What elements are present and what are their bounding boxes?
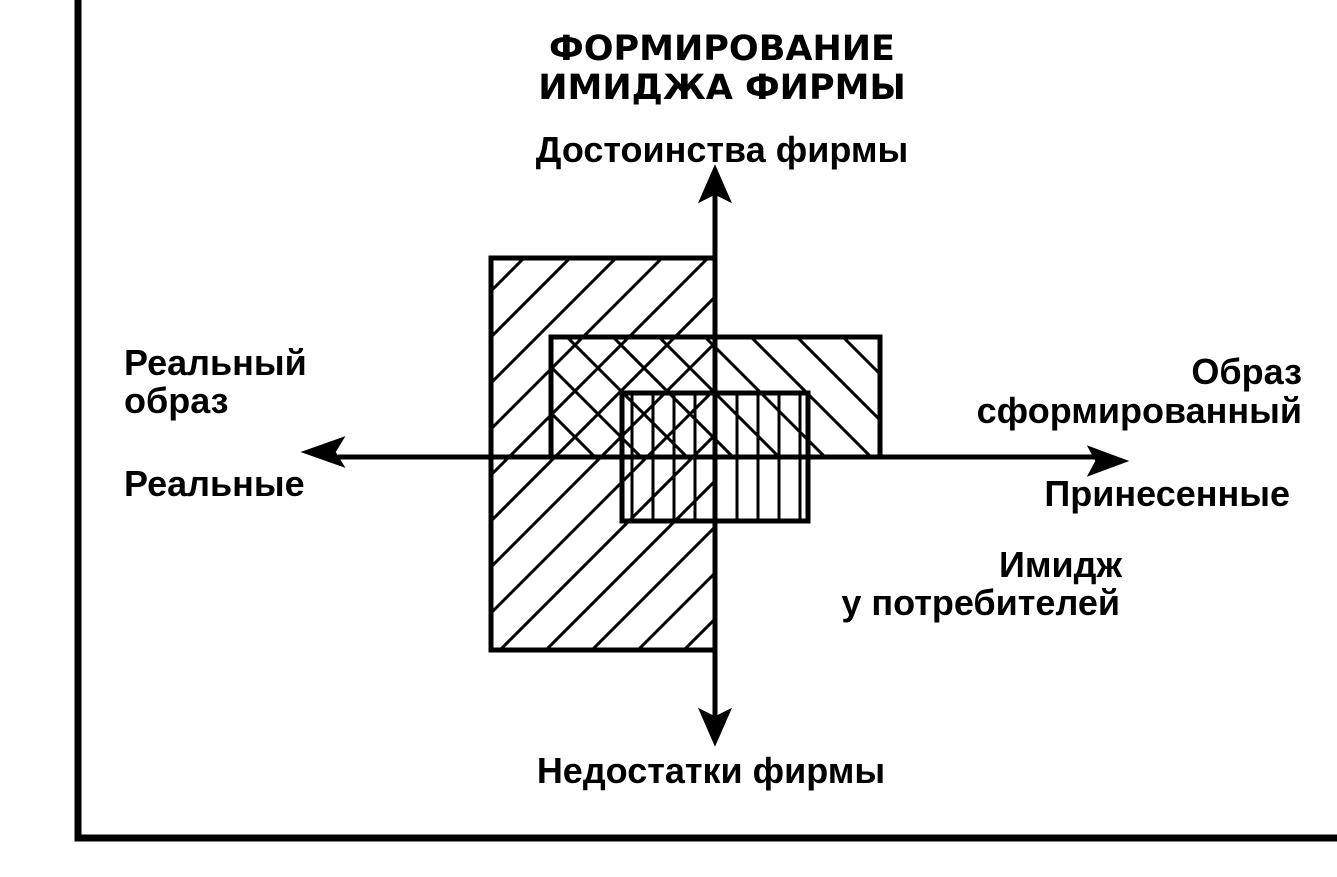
diagram-frame [74, 0, 1337, 842]
formed-image-label-line2: сформированный [977, 390, 1302, 431]
consumer-image-label-line1: Имидж [999, 544, 1122, 585]
arrow-right-icon [1086, 445, 1130, 477]
formed-image-label-line1: Образ [1191, 351, 1302, 392]
consumer-image-label-line2: у потребителей [841, 582, 1120, 623]
axis-label-left: Реальные [124, 463, 305, 504]
real-image-label-line2: образ [124, 380, 229, 421]
arrow-down-icon [697, 707, 733, 747]
diagram-title-line2: ИМИДЖА ФИРМЫ [538, 68, 905, 108]
arrow-left-icon [300, 436, 346, 468]
axis-label-bottom: Недостатки фирмы [537, 750, 885, 791]
arrow-up-icon [697, 164, 733, 204]
diagram-title-line1: ФОРМИРОВАНИЕ [549, 29, 895, 69]
axis-label-right: Принесенные [1044, 473, 1290, 514]
real-image-label-line1: Реальный [124, 342, 307, 383]
axis-label-top: Достоинства фирмы [536, 129, 909, 170]
